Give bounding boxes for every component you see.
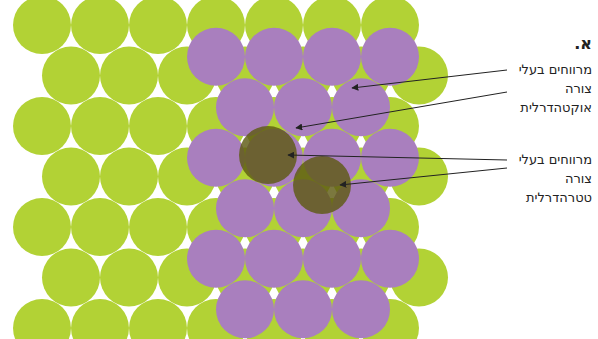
purple-sphere bbox=[245, 28, 303, 86]
purple-sphere bbox=[187, 129, 245, 187]
purple-sphere bbox=[303, 28, 361, 86]
hole-label: מרווחים בעלי צורה טטרהדרלית bbox=[518, 150, 592, 207]
purple-sphere bbox=[187, 230, 245, 288]
purple-sphere bbox=[245, 230, 303, 288]
leader-line bbox=[288, 155, 507, 160]
purple-sphere bbox=[274, 280, 332, 338]
leader-line bbox=[352, 70, 507, 88]
green-sphere bbox=[71, 97, 129, 155]
green-sphere bbox=[129, 97, 187, 155]
purple-sphere bbox=[216, 179, 274, 237]
bottom-layer bbox=[13, 0, 448, 339]
purple-sphere bbox=[361, 28, 419, 86]
hole-label: מרווחים בעלי צורה אוקטהדרלית bbox=[518, 60, 592, 117]
purple-sphere bbox=[332, 280, 390, 338]
green-sphere bbox=[71, 198, 129, 256]
green-sphere bbox=[13, 299, 71, 339]
green-sphere bbox=[13, 198, 71, 256]
leader-line bbox=[296, 92, 507, 128]
highlighted-spheres bbox=[239, 126, 351, 214]
purple-sphere bbox=[361, 230, 419, 288]
purple-sphere bbox=[187, 28, 245, 86]
green-sphere bbox=[42, 148, 100, 206]
purple-sphere bbox=[303, 230, 361, 288]
green-sphere bbox=[71, 0, 129, 54]
purple-sphere bbox=[216, 280, 274, 338]
green-sphere bbox=[42, 249, 100, 307]
green-sphere bbox=[42, 47, 100, 105]
green-sphere bbox=[129, 0, 187, 54]
green-sphere bbox=[100, 47, 158, 105]
green-sphere bbox=[129, 299, 187, 339]
green-sphere bbox=[71, 299, 129, 339]
green-sphere bbox=[129, 198, 187, 256]
green-sphere bbox=[100, 148, 158, 206]
green-sphere bbox=[100, 249, 158, 307]
panel-letter: א. bbox=[532, 34, 592, 53]
purple-sphere bbox=[274, 78, 332, 136]
leader-line bbox=[340, 168, 507, 185]
green-sphere bbox=[13, 0, 71, 54]
leader-lines bbox=[288, 70, 507, 185]
top-layer bbox=[187, 28, 419, 339]
green-sphere bbox=[13, 97, 71, 155]
